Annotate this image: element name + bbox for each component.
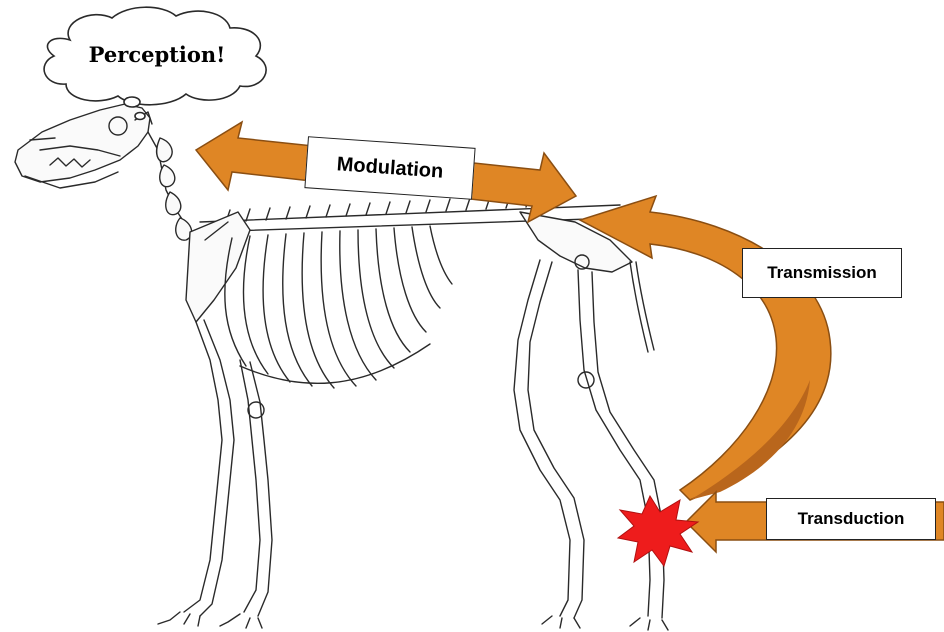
transduction-label-box: Transduction <box>766 498 936 540</box>
transmission-label: Transmission <box>767 263 877 283</box>
modulation-label: Modulation <box>336 153 444 183</box>
transduction-label: Transduction <box>798 509 905 529</box>
transmission-label-box: Transmission <box>742 248 902 298</box>
perception-label: Perception! <box>72 42 242 67</box>
pain-burst-icon <box>618 496 698 566</box>
transmission-curved-arrow <box>580 196 831 500</box>
rib-cage <box>225 226 452 388</box>
